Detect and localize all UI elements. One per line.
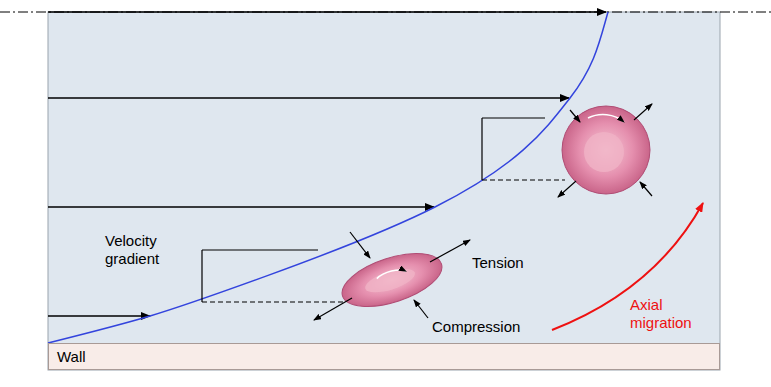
wall-band: Wall bbox=[48, 343, 720, 370]
wall-label: Wall bbox=[57, 348, 719, 366]
annotation-label: Compression bbox=[432, 318, 520, 336]
annotation-label: Tension bbox=[472, 254, 524, 272]
annotation-label: Axial migration bbox=[630, 296, 710, 332]
annotation-label: Velocity gradient bbox=[105, 232, 180, 268]
